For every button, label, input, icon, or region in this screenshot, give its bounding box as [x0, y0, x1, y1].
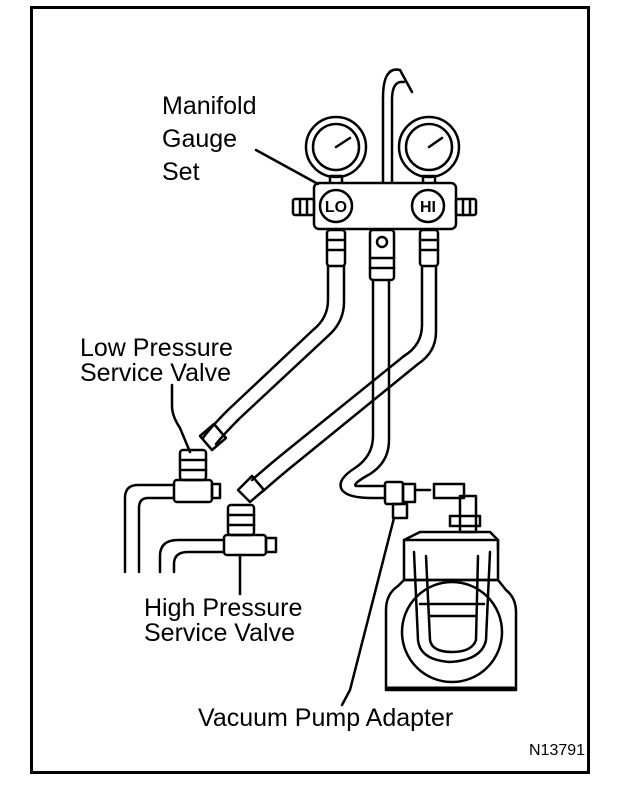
high-side-gauge: [397, 115, 461, 186]
center-hose: [339, 278, 387, 500]
high-pressure-hose: [250, 264, 424, 482]
vacuum-leader: [340, 516, 396, 707]
high-hose-fitting: [418, 228, 440, 268]
high-side-pipe: [158, 538, 226, 574]
high-pressure-service-valve: [222, 533, 268, 557]
center-hose-fitting: [368, 228, 396, 282]
vacuum-pump-adapter: [383, 480, 405, 506]
hook: [381, 68, 414, 184]
hi-knob: [410, 188, 446, 224]
vacuum-pump: [384, 482, 518, 692]
high-valve-label-line1: High Pressure: [144, 594, 303, 622]
manifold-label-line3: Set: [162, 158, 200, 186]
hi-label: HI: [420, 199, 436, 216]
diagram-frame: [30, 6, 590, 774]
figure-code: N13791: [529, 742, 586, 759]
low-hose-fitting: [325, 228, 347, 268]
low-side-pipe: [123, 483, 176, 574]
low-valve-label-line1: Low Pressure: [80, 334, 233, 362]
lo-label: LO: [325, 199, 347, 216]
vacuum-adapter-label: Vacuum Pump Adapter: [198, 704, 454, 732]
manifold-label-line2: Gauge: [162, 125, 238, 153]
high-valve-label-line2: Service Valve: [144, 619, 295, 647]
lo-knob: [318, 188, 354, 224]
low-valve-label-line2: Service Valve: [80, 359, 231, 387]
low-side-gauge: [304, 115, 368, 186]
manifold-leader: [254, 148, 320, 186]
low-valve-leader: [170, 383, 192, 454]
manifold-label-line1: Manifold: [162, 92, 257, 120]
low-pressure-hose: [201, 264, 330, 440]
low-pressure-service-valve: [172, 478, 214, 504]
